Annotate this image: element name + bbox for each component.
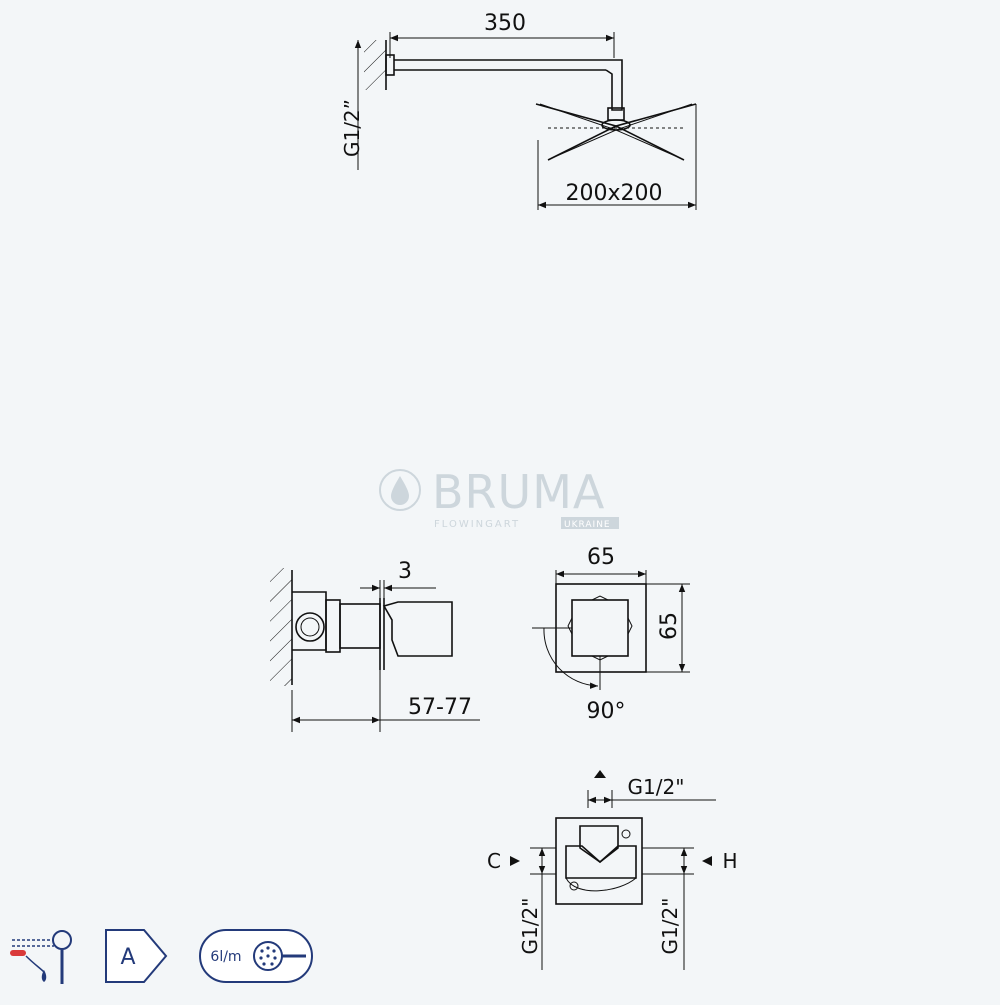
mixer-front-view: 65 65 90° [532,545,690,724]
dim-hot-thread: G1/2" [658,898,682,955]
shower-head-drawing: 350 G1/2” 200x200 [340,11,697,210]
handle-front [571,599,629,657]
side-wall-hatch [270,568,292,686]
dim-plate-height: 65 [657,612,682,640]
dim-depth-range: 57-77 [408,695,472,720]
flow-rate-value: 6l/m [210,949,241,965]
valve-body-view: G1/2" C G1/2" H G1/2" [487,770,738,970]
watermark-region: UKRAINE [564,520,611,530]
outlet-port [579,825,619,863]
inlet-pipe-circle [295,612,325,642]
wall-hatch [364,40,386,90]
hot-label: H [722,849,737,873]
dim-plate-width: 65 [587,545,615,570]
cold-label: C [487,849,501,873]
dim-head-size: 200x200 [565,181,662,206]
watermark-brand: BRUMA [432,465,605,519]
dim-outlet-thread: G1/2" [628,775,685,799]
watermark: BRUMA FLOWINGART UKRAINE [379,465,619,530]
hot-inlet-arrow-icon [702,856,712,866]
mixer-temperature-icon [10,930,72,984]
drop-logo-icon [379,469,421,511]
flow-rate-badge: 6l/m [199,929,313,983]
head-outline [535,103,697,161]
dim-rotation: 90° [587,699,626,724]
energy-class-value: A [120,945,135,970]
watermark-tagline: FLOWINGART [434,519,520,530]
dim-cold-thread: G1/2" [518,898,542,955]
dim-cover-gap: 3 [398,559,412,584]
badges: A 6l/m [10,929,313,984]
dim-arm-length: 350 [484,11,526,36]
cold-inlet-arrow-icon [510,856,520,866]
shower-arm [605,59,623,111]
outlet-arrow-icon [594,770,606,778]
valve-housing [555,817,643,905]
handle-side [382,601,453,657]
dim-inlet-thread: G1/2” [340,99,364,157]
mixer-side-view: 3 57-77 [270,559,480,732]
energy-class-badge: A [105,929,168,983]
